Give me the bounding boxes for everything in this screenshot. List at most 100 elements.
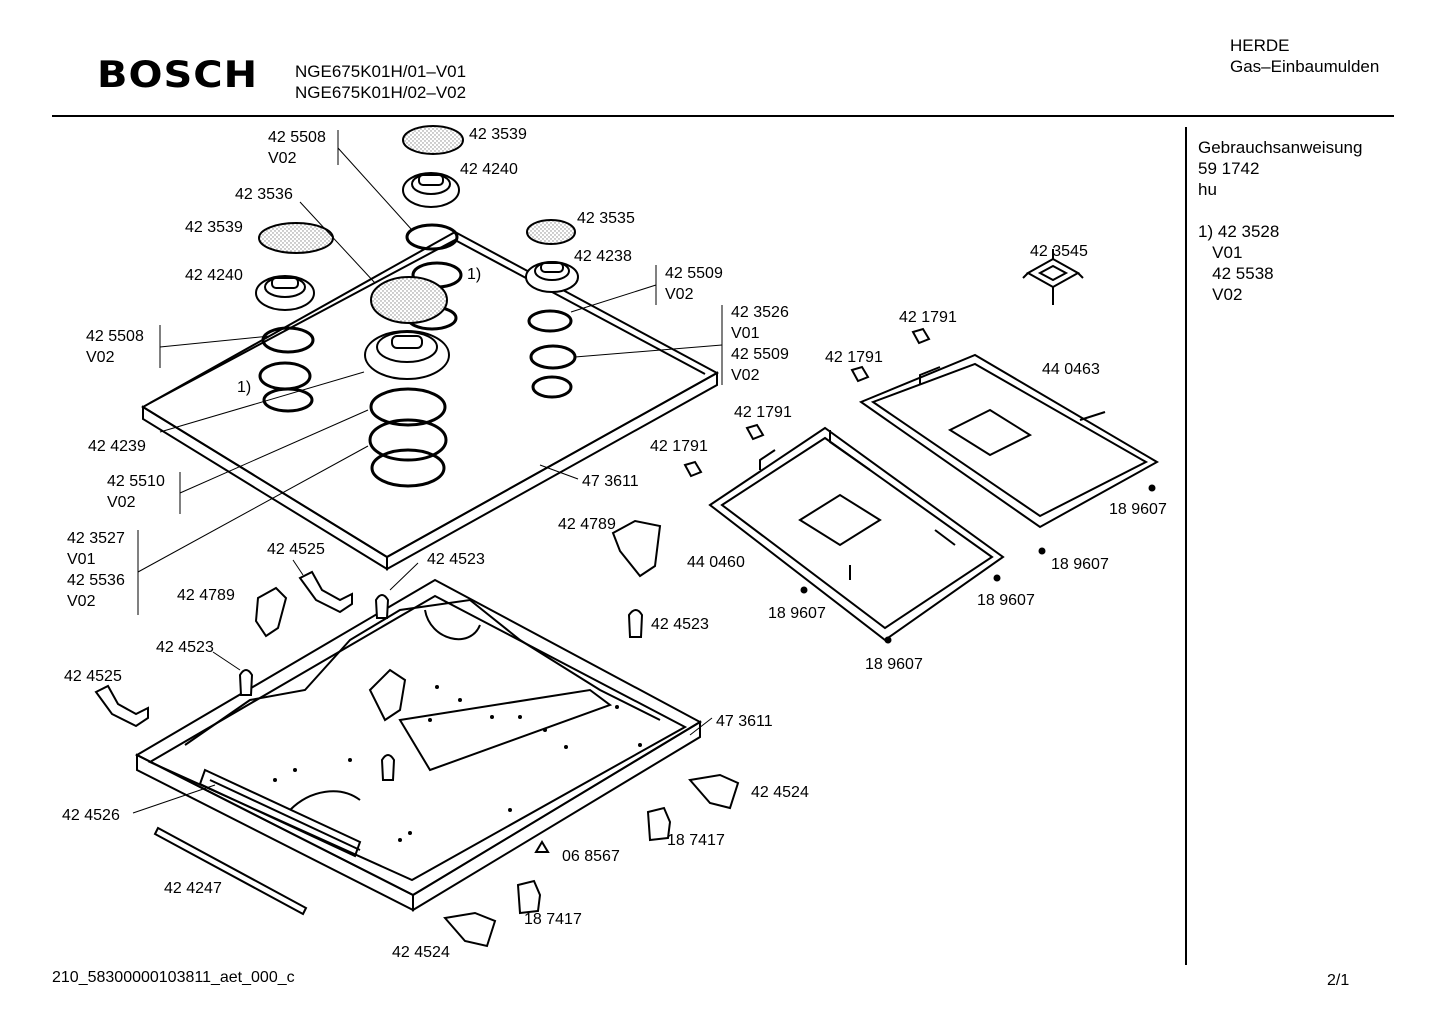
wok-ring <box>1022 249 1084 305</box>
version-label: V02 <box>731 367 760 384</box>
sealing-strip <box>153 826 308 916</box>
part-number: 42 5536 <box>67 572 125 589</box>
model-numbers: NGE675K01H/01–V01 NGE675K01H/02–V02 <box>295 61 466 103</box>
version-label: V02 <box>107 494 136 511</box>
part-number: 42 3539 <box>469 126 527 143</box>
part-number: 42 4524 <box>751 784 809 801</box>
product-category: HERDE Gas–Einbaumulden <box>1230 35 1379 77</box>
hob-bottom-tray <box>134 578 703 912</box>
page-number: 2/1 <box>1327 972 1350 989</box>
part-number: 47 3611 <box>582 473 639 490</box>
manual-language: hu <box>1198 180 1217 199</box>
part-number: 18 9607 <box>977 592 1035 609</box>
version-label: V02 <box>67 593 96 610</box>
part-number: 42 5509 <box>731 346 789 363</box>
part-number: 42 4524 <box>392 944 450 961</box>
version-label: V01 <box>67 551 96 568</box>
footnote-ref: 1) <box>237 379 251 396</box>
part-number: 44 0463 <box>1042 361 1100 378</box>
callout-labels: 42 5508 V02 42 3539 42 4240 42 3536 42 3… <box>62 126 1167 961</box>
part-number: 42 4523 <box>651 616 709 633</box>
part-number: 18 7417 <box>524 911 582 928</box>
burner-cap-rear-left <box>402 125 464 155</box>
part-number: 42 3545 <box>1030 243 1088 260</box>
part-number: 47 3611 <box>716 713 773 730</box>
part-number: 42 3526 <box>731 304 789 321</box>
cooktop-glass-plate <box>141 230 720 571</box>
part-number: 42 4526 <box>62 807 120 824</box>
version-label: V01 <box>731 325 760 342</box>
part-number: 42 4247 <box>164 880 222 897</box>
part-number: 42 1791 <box>825 349 883 366</box>
version-label: V02 <box>86 349 115 366</box>
part-number: 18 9607 <box>1109 501 1167 518</box>
part-number: 42 4238 <box>574 248 632 265</box>
part-number: 42 4240 <box>185 267 243 284</box>
part-number: 42 4789 <box>558 516 616 533</box>
part-number: 42 4789 <box>177 587 235 604</box>
screw <box>534 840 550 853</box>
footnote-line: 42 5538 <box>1212 264 1274 283</box>
manual-number: 59 1742 <box>1198 159 1260 178</box>
version-label: V02 <box>665 286 694 303</box>
part-number: 42 3536 <box>235 186 293 203</box>
wok-burner-head <box>364 330 450 380</box>
part-number: 06 8567 <box>562 848 620 865</box>
part-number: 18 7417 <box>667 832 725 849</box>
corner-clip <box>443 773 740 948</box>
burner-cap-front-left <box>258 222 334 254</box>
part-number: 42 4239 <box>88 438 146 455</box>
part-number: 18 9607 <box>1051 556 1109 573</box>
burner-cap-right <box>526 219 576 245</box>
part-number: 42 1791 <box>899 309 957 326</box>
burner-head-left <box>255 275 315 311</box>
part-number: 42 4523 <box>427 551 485 568</box>
seal-ring <box>258 326 315 413</box>
tray-holes <box>273 685 642 842</box>
burner-head-rear-left <box>402 172 460 208</box>
footnote-ref: 1) <box>467 266 481 283</box>
pan-support-rubber-foot <box>683 327 931 478</box>
category-line: Gas–Einbaumulden <box>1230 57 1380 76</box>
sidebar-notes: Gebrauchsanweisung 59 1742 hu 1) 42 3528… <box>1198 137 1362 305</box>
part-number: 42 3539 <box>185 219 243 236</box>
footnote-marker: 1) <box>1198 222 1214 241</box>
part-number: 42 4523 <box>156 639 214 656</box>
pan-support-left <box>708 426 1005 642</box>
rubber-buffer <box>800 484 1156 644</box>
manual-title: Gebrauchsanweisung <box>1198 138 1363 157</box>
wok-burner-cap <box>370 276 448 324</box>
spring-clip <box>516 806 672 915</box>
part-number: 42 3535 <box>577 210 635 227</box>
header-divider <box>52 115 1394 117</box>
clamp-clip <box>254 519 662 722</box>
model-number: NGE675K01H/01–V01 <box>295 62 467 81</box>
part-number: 42 5508 <box>86 328 144 345</box>
gas-injector <box>238 594 644 781</box>
part-number: 42 4240 <box>460 161 518 178</box>
part-number: 18 9607 <box>865 656 923 673</box>
footnote-line: V02 <box>1212 285 1243 304</box>
seal-ring <box>368 387 448 488</box>
part-number: 18 9607 <box>768 605 826 622</box>
sidebar-divider <box>1185 127 1187 965</box>
part-number: 42 5510 <box>107 473 165 490</box>
part-number: 42 3527 <box>67 530 125 547</box>
footnote: 1) 42 3528 V01 42 5538 V02 <box>1198 221 1362 305</box>
part-number: 42 4525 <box>267 541 325 558</box>
pan-support-right <box>858 353 1160 529</box>
category-line: HERDE <box>1230 36 1290 55</box>
burner-head-right <box>525 261 579 293</box>
version-label: V02 <box>268 150 297 167</box>
footnote-line: 42 3528 <box>1217 222 1280 241</box>
part-number: 42 5508 <box>268 129 326 146</box>
part-number: 42 5509 <box>665 265 723 282</box>
drawing-id: 210_58300000103811_aet_000_c <box>52 969 295 986</box>
model-number: NGE675K01H/02–V02 <box>295 83 467 102</box>
part-number: 44 0460 <box>687 554 745 571</box>
part-number: 42 4525 <box>64 668 122 685</box>
leader-lines <box>132 130 723 814</box>
part-number: 42 1791 <box>650 438 708 455</box>
part-number: 42 1791 <box>734 404 792 421</box>
